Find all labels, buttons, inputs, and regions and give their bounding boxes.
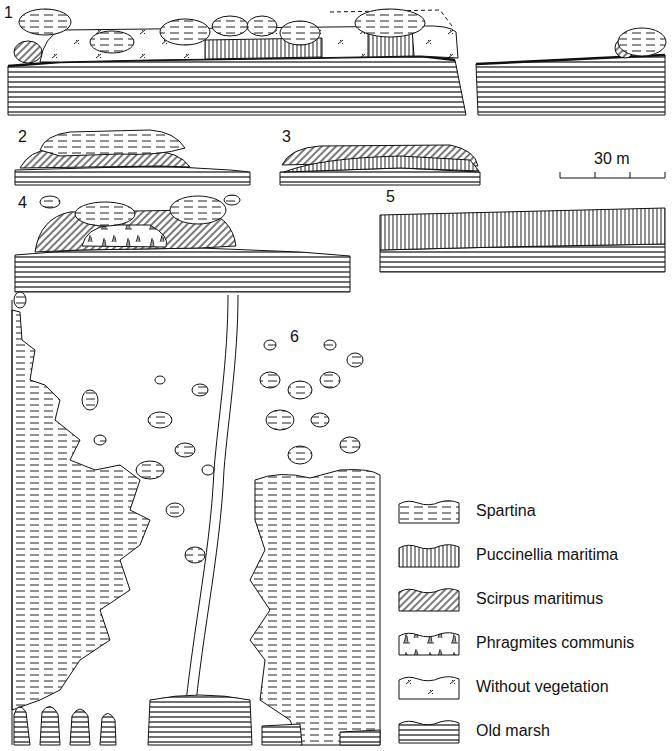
legend-entry: Phragmites communis xyxy=(398,630,634,656)
figure-number: 2 xyxy=(16,128,29,146)
legend-swatch xyxy=(398,586,460,612)
legend-text: Phragmites communis xyxy=(476,634,634,652)
legend-entry: Without vegetation xyxy=(398,674,609,700)
legend-text: Puccinellia maritima xyxy=(476,546,618,564)
legend-entry: Scirpus maritimus xyxy=(398,586,603,612)
legend-entry: Spartina xyxy=(398,498,536,524)
legend-text: Spartina xyxy=(476,502,536,520)
legend-entry: Puccinellia maritima xyxy=(398,542,618,568)
legend-entry: Old marsh xyxy=(398,718,550,744)
figure-number: 5 xyxy=(384,188,397,206)
figure-number: 6 xyxy=(288,328,301,346)
figure-number: 4 xyxy=(16,194,29,212)
legend-swatch xyxy=(398,718,460,744)
legend-text: Scirpus maritimus xyxy=(476,590,603,608)
legend-swatch xyxy=(398,542,460,568)
legend-text: Old marsh xyxy=(476,722,550,740)
legend-swatch xyxy=(398,630,460,656)
figure-number: 1 xyxy=(2,4,15,22)
legend-text: Without vegetation xyxy=(476,678,609,696)
scale-label: 30 m xyxy=(592,150,632,168)
figure-number: 3 xyxy=(280,128,293,146)
legend-swatch xyxy=(398,674,460,700)
legend-swatch xyxy=(398,498,460,524)
